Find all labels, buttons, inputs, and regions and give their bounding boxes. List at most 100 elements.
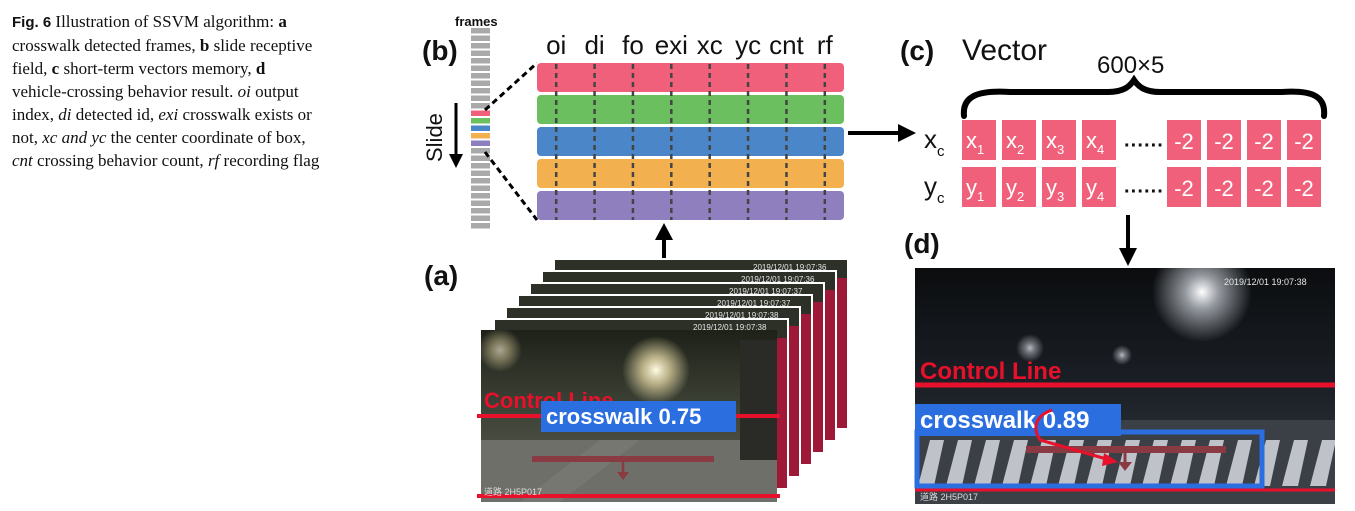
frame-cell [471,58,490,64]
vector-pad-label: -2 [1294,176,1314,201]
column-header-xc: xc [697,30,723,60]
vector-pad-label: -2 [1254,129,1274,154]
frame-cell [471,178,490,184]
frame-cell [471,185,490,191]
arrow-a-to-b-head [655,223,673,240]
zebra-stripe [946,440,972,486]
frame-cell [471,110,490,116]
ellipsis-x: ······ [1124,135,1164,157]
frame-cell [471,155,490,161]
frame-cell [471,193,490,199]
ellipsis-y: ······ [1124,181,1164,203]
receptive-field-row [537,63,844,92]
vector-cell [962,167,996,207]
vector-pad-cell [1247,120,1281,160]
arrow-b-to-c-head [898,124,916,142]
frame-timestamp: 2019/12/01 19:07:38 [705,311,779,320]
frame-cell [471,133,490,139]
frame-timestamp: 2019/12/01 19:07:37 [717,299,791,308]
zoom-line-top [483,61,539,112]
vector-size: 600×5 [1097,52,1164,79]
vector-pad-cell [1287,120,1321,160]
frame-timestamp: 2019/12/01 19:07:37 [729,287,803,296]
result-frame: 2019/12/01 19:07:38 Control Line crosswa… [914,268,1335,504]
zebra-stripe [1002,440,1028,486]
detection-label-box-a [541,401,736,432]
vector-pad-label: -2 [1214,129,1234,154]
vector-cell [1002,167,1036,207]
vector-cell [1082,167,1116,207]
frame-cell [471,80,490,86]
frame-cell [471,140,490,146]
column-header-yc: yc [735,30,761,60]
frame-cell [471,35,490,41]
street-light-d [1152,268,1252,342]
frame-front: Control Line crosswalk 0.75 道路 2H5P017 [477,330,780,502]
frame-cell [471,170,490,176]
bottom-text-d: 道路 2H5P017 [920,491,978,502]
frame-cell [471,163,490,169]
vehicle-trajectory [1034,408,1111,462]
crossing-marker-d [1026,446,1226,453]
column-header-cnt: cnt [769,30,804,60]
vector-cell [1082,120,1116,160]
vector-cell [1042,120,1076,160]
street-light [622,336,690,404]
vector-cell-label: y3 [1046,175,1064,204]
arrow-c-to-d-head [1119,248,1137,266]
zoom-line-bottom [483,151,539,221]
frame-cell [471,103,490,109]
panel-d-label: (d) [904,228,940,259]
vector-pad-label: -2 [1174,176,1194,201]
frame-cell [471,65,490,71]
frame-cell [471,215,490,221]
zebra-stripe [974,440,1000,486]
receptive-field-row [537,191,844,220]
frame-cell [471,88,490,94]
zebra-stripe [1282,440,1308,486]
column-header-rf: rf [817,30,834,60]
frame-timestamp: 2019/12/01 19:07:36 [753,263,827,272]
panel-b-label: (b) [422,35,458,66]
row-x-label: xc [924,124,945,160]
slide-arrow-head [449,154,463,168]
vector-pad-cell [1287,167,1321,207]
frame-timestamp: 2019/12/01 19:07:36 [741,275,815,284]
vector-cell [1002,120,1036,160]
slide-label: Slide [422,113,447,162]
vector-pad-label: -2 [1254,176,1274,201]
vector-pad-cell [1207,120,1241,160]
frame-cell [471,95,490,101]
vector-pad-label: -2 [1174,129,1194,154]
vector-pad-label: -2 [1294,129,1314,154]
column-header-oi: oi [546,30,566,60]
zebra-stripe [918,440,944,486]
timestamp-d: 2019/12/01 19:07:38 [1224,277,1307,287]
frame-cell [471,43,490,49]
receptive-field-rows [537,63,844,220]
vector-cell-label: x4 [1086,128,1104,157]
frame-cell [471,50,490,56]
vector-pad-cell [1207,167,1241,207]
panel-c-label: (c) [900,35,934,66]
vector-cell [962,120,996,160]
frame-cell [471,125,490,131]
vector-cell-label: y2 [1006,175,1024,204]
vector-cell-label: x3 [1046,128,1064,157]
row-y-label: yc [924,171,945,207]
detection-label-d: crosswalk 0.89 [920,407,1089,434]
frame-cell [471,118,490,124]
zebra-stripe [1226,440,1252,486]
frame-cell [471,208,490,214]
vector-cell-label: x1 [966,128,984,157]
column-header-di: di [584,30,604,60]
bottom-text-a: 道路 2H5P017 [484,486,542,497]
caption-fig-label: Fig. 6 [12,14,52,31]
frame-cell [471,148,490,154]
detection-label-a: crosswalk 0.75 [546,404,701,429]
receptive-field-row [537,159,844,188]
vector-cell [1042,167,1076,207]
